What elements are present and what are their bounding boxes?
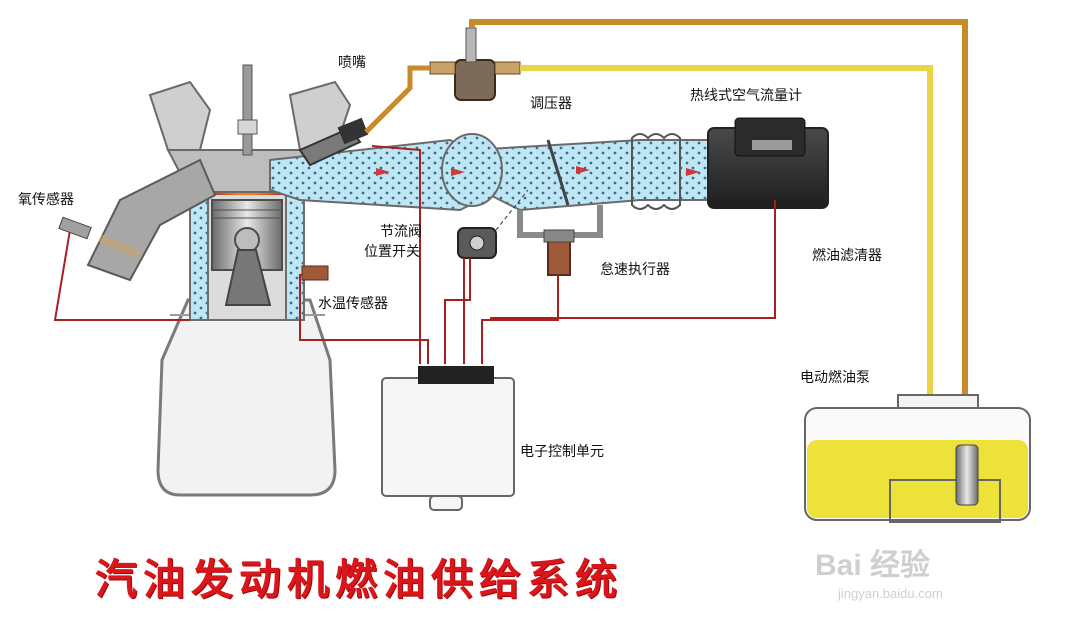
idle-actuator bbox=[543, 229, 575, 276]
watermark-url: jingyan.baidu.com bbox=[838, 586, 943, 601]
label-coolant-sensor: 水温传感器 bbox=[318, 296, 388, 312]
label-ecu: 电子控制单元 bbox=[520, 444, 604, 460]
watermark-brand: Bai 经验 bbox=[815, 549, 931, 582]
fuel-supply-line bbox=[364, 65, 430, 134]
ecu-box bbox=[381, 366, 515, 511]
diagram-title: 汽油发动机燃油供给系统 bbox=[95, 555, 624, 604]
electric-fuel-pump bbox=[955, 444, 979, 506]
air-flow-meter bbox=[707, 117, 829, 209]
signal-wires bbox=[53, 145, 776, 364]
label-idle-actuator: 怠速执行器 bbox=[600, 262, 670, 278]
label-air-flow-meter: 热线式空气流量计 bbox=[690, 88, 802, 104]
intake-manifold bbox=[269, 133, 711, 238]
label-injector: 喷嘴 bbox=[338, 55, 366, 71]
engine-block bbox=[156, 177, 337, 497]
label-pressure-regulator: 调压器 bbox=[530, 96, 572, 112]
air-intake-bellows bbox=[631, 133, 681, 210]
plenum bbox=[441, 133, 503, 207]
label-fuel-filter: 燃油滤清器 bbox=[812, 248, 882, 264]
spark-plug bbox=[242, 64, 253, 156]
throttle-position-sensor bbox=[457, 189, 529, 259]
label-throttle-sensor-line2: 位置开关 bbox=[364, 244, 420, 260]
label-throttle-sensor-line1: 节流阀 bbox=[380, 224, 422, 240]
fuel-feed-pipe bbox=[469, 19, 968, 505]
fuel-return-pipe bbox=[520, 65, 933, 505]
label-oxygen-sensor: 氧传感器 bbox=[18, 192, 74, 208]
fuel-tank bbox=[804, 394, 1031, 523]
coolant-sensor bbox=[301, 265, 329, 281]
pressure-regulator bbox=[429, 27, 521, 101]
label-fuel-pump: 电动燃油泵 bbox=[800, 370, 870, 386]
oxygen-sensor bbox=[58, 216, 92, 240]
throttle-plate bbox=[546, 139, 570, 206]
injector bbox=[298, 117, 369, 167]
